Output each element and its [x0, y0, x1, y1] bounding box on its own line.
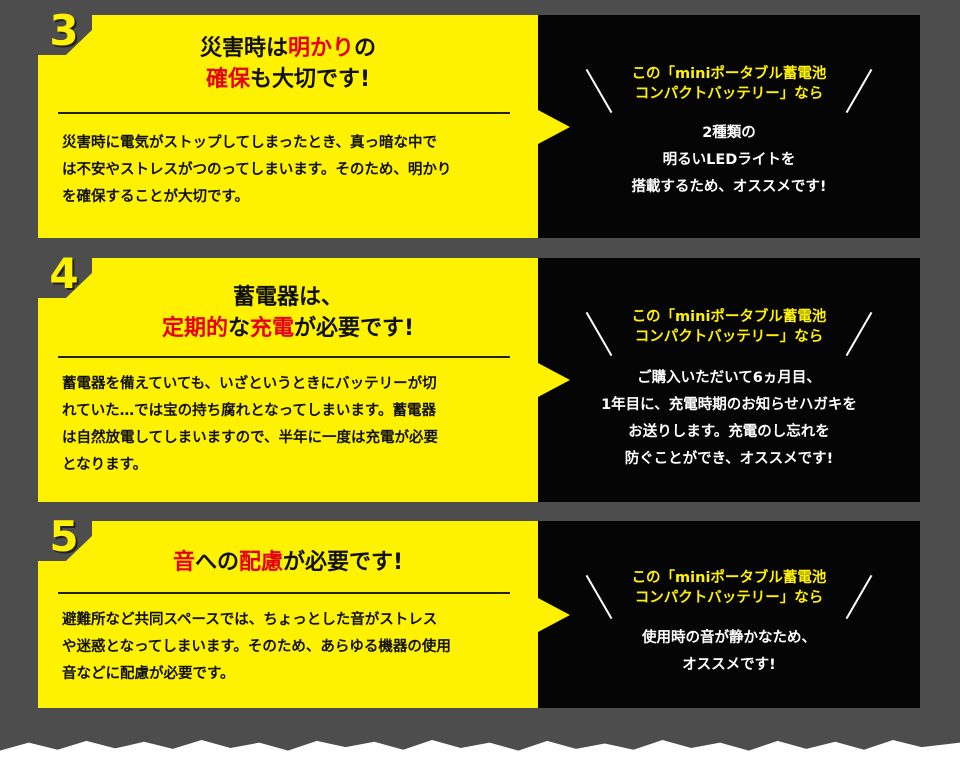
slash-right-icon — [844, 69, 874, 113]
card-title: 音への配慮が必要です! — [172, 550, 404, 575]
card-body: 蓄電器を備えていても、いざというときにバッテリーが切れていた…では宝の持ち腐れと… — [62, 376, 438, 473]
number-label: 5 — [49, 512, 79, 561]
card-5: この「miniポータブル蓄電池コンパクトバッテリー」なら 使用時の音が静かなため… — [34, 511, 920, 708]
divider — [58, 356, 510, 358]
slash-left-icon — [584, 69, 614, 113]
arrow-right-icon — [538, 109, 570, 144]
divider — [58, 592, 510, 594]
solution-heading: この「miniポータブル蓄電池コンパクトバッテリー」なら — [631, 66, 827, 102]
slash-right-icon — [844, 312, 874, 356]
solution-panel: この「miniポータブル蓄電池コンパクトバッテリー」なら 2種類の明るいLEDラ… — [538, 15, 920, 238]
solution-panel: この「miniポータブル蓄電池コンパクトバッテリー」なら 使用時の音が静かなため… — [538, 521, 920, 708]
arrow-right-icon — [538, 363, 570, 397]
solution-panel: この「miniポータブル蓄電池コンパクトバッテリー」なら ご購入いただいて6ヵ月… — [538, 258, 920, 502]
problem-panel — [38, 258, 538, 502]
slash-left-icon — [584, 312, 614, 356]
card-body: 避難所など共同スペースでは、ちょっとした音がストレスや迷惑となってしまいます。そ… — [62, 612, 451, 682]
slash-left-icon — [584, 575, 614, 619]
torn-paper-edge — [0, 740, 960, 777]
problem-panel — [38, 15, 538, 238]
card-title: 蓄電器は、 定期的な充電が必要です! — [161, 285, 415, 341]
arrow-right-icon — [538, 597, 570, 632]
solution-heading: この「miniポータブル蓄電池コンパクトバッテリー」なら — [631, 309, 827, 345]
divider — [58, 112, 510, 114]
card-title: 災害時は明かりの 確保も大切です! — [199, 36, 377, 92]
card-body: 災害時に電気がストップしてしまったとき、真っ暗な中では不安やストレスがつのってし… — [62, 135, 452, 205]
solution-text: 2種類の明るいLEDライトを搭載するため、オススメです! — [631, 125, 827, 195]
problem-panel — [38, 521, 538, 708]
solution-text: ご購入いただいて6ヵ月目、1年目に、充電時期のお知らせハガキをお送りします。充電… — [601, 370, 857, 467]
card-3: この「miniポータブル蓄電池コンパクトバッテリー」なら 2種類の明るいLEDラ… — [34, 5, 920, 238]
solution-text: 使用時の音が静かなため、オススメです! — [642, 630, 816, 673]
number-label: 4 — [49, 249, 79, 298]
card-4: この「miniポータブル蓄電池コンパクトバッテリー」なら ご購入いただいて6ヵ月… — [34, 248, 920, 502]
solution-heading: この「miniポータブル蓄電池コンパクトバッテリー」なら — [631, 570, 827, 606]
number-label: 3 — [49, 6, 79, 55]
slash-right-icon — [844, 575, 874, 619]
